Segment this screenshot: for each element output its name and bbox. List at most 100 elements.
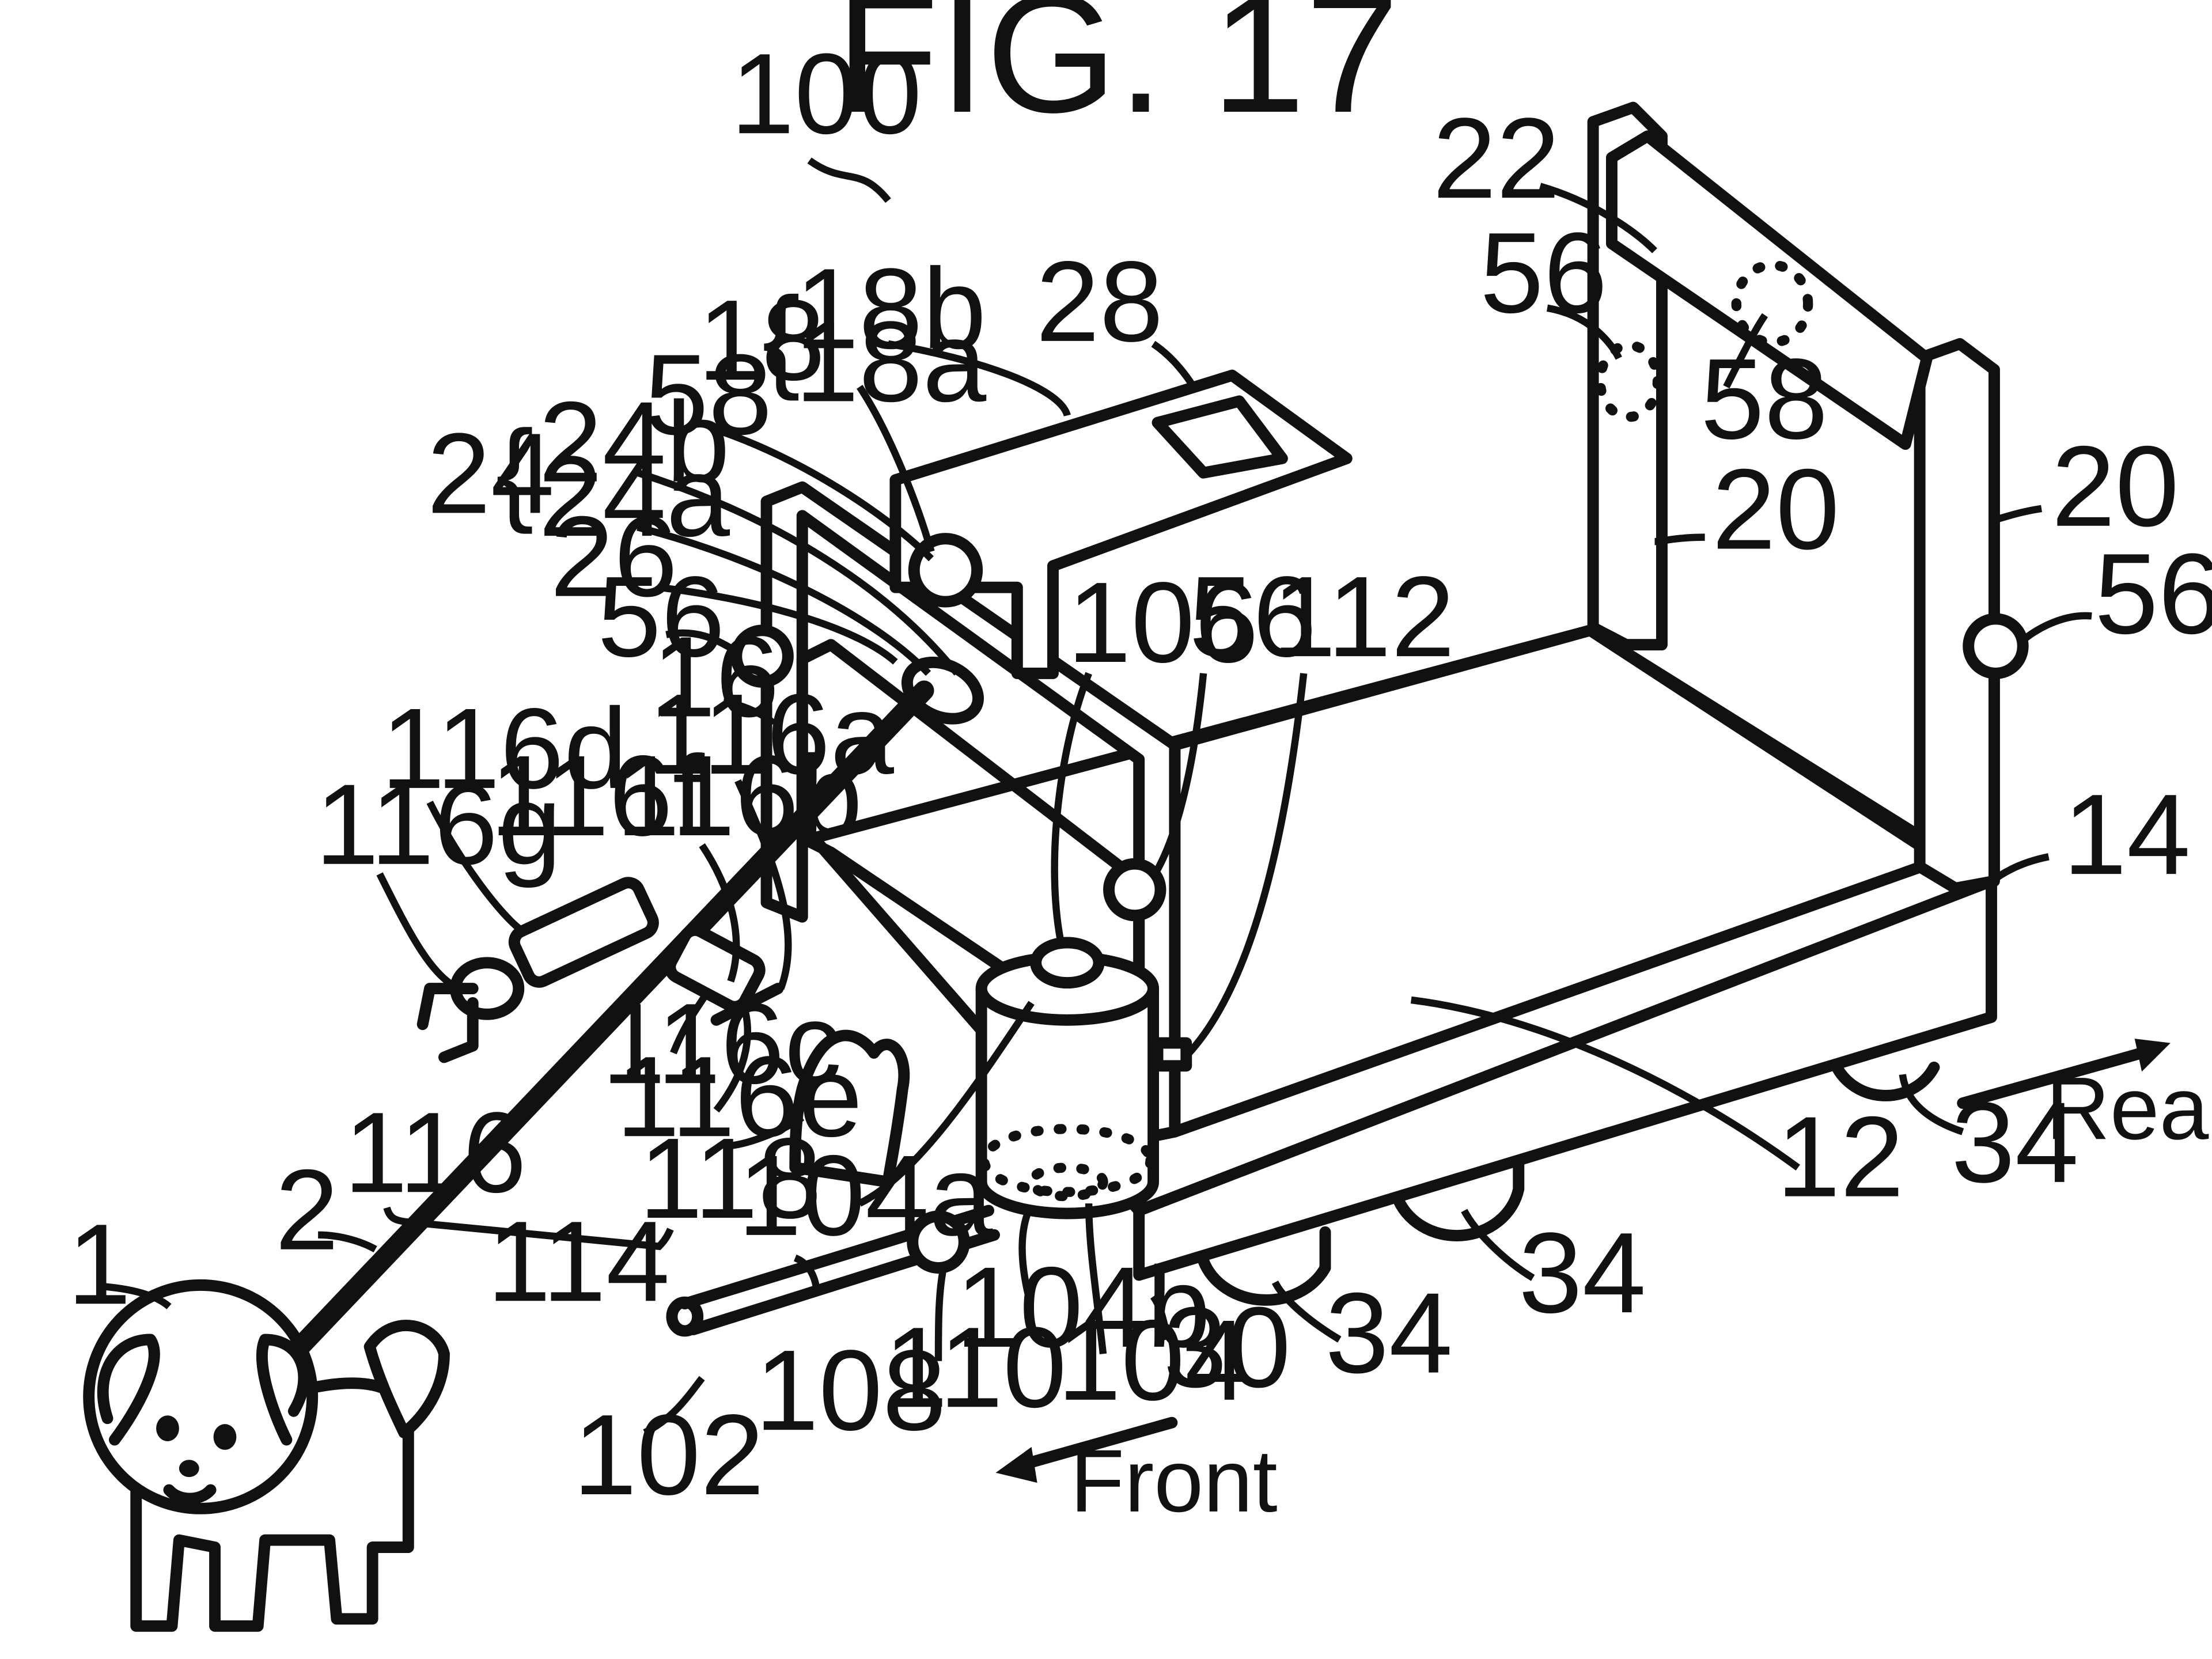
label-104b: 104b [956, 1244, 1211, 1372]
label-56-left: 56 [597, 553, 725, 681]
pole-tip [666, 1296, 704, 1337]
figure-title: FIG. 17 [836, 0, 1400, 148]
sensor-rear-right [1963, 613, 2029, 679]
label-56-top: 56 [1480, 209, 1607, 337]
wheel-rear-right [1828, 1054, 1940, 1101]
reference-labels: 100 18 { 18b 18a 28 22 56 58 58 24 { 24b… [67, 30, 2212, 1531]
arm-link-2 [508, 877, 659, 988]
sensor-front-mid [1103, 858, 1166, 922]
label-20-outer: 20 [2051, 423, 2179, 551]
lead-56-right [2020, 612, 2092, 643]
lead-22 [1539, 183, 1657, 253]
label-18: 18 [698, 276, 825, 404]
label-26: 26 [550, 493, 677, 621]
lead-112 [1186, 673, 1308, 1056]
lead-58-top [1723, 313, 1768, 389]
label-front: Front [1070, 1431, 1278, 1531]
label-rear: Rear [2046, 1058, 2212, 1158]
lead-110 [934, 1271, 946, 1361]
sensor-dotted-rear [1595, 340, 1663, 422]
label-116a: 116a [647, 671, 894, 798]
robot-arm [416, 877, 784, 1063]
lead-34-front [1271, 1280, 1342, 1343]
leader-lines [103, 157, 2092, 1436]
lead-34-rear [1899, 1074, 1964, 1135]
lead-26 [658, 584, 898, 665]
lead-116a [734, 779, 792, 990]
pickup-device [666, 937, 1192, 1337]
label-118: 118 [639, 1115, 821, 1243]
lead-100 [807, 157, 891, 203]
label-12: 12 [1777, 1093, 1904, 1221]
waste-bag [789, 1029, 910, 1188]
bracket-18: { [762, 274, 800, 402]
lead-58 [715, 426, 934, 562]
lead-24b [636, 469, 960, 676]
label-2: 2 [275, 1146, 339, 1274]
pole-joint [907, 1210, 970, 1274]
lead-2 [318, 1231, 377, 1253]
leash [276, 680, 934, 1372]
label-14: 14 [2063, 771, 2190, 899]
label-20-inner: 20 [1712, 446, 1839, 574]
dog-eye-left [156, 1415, 179, 1441]
label-100: 100 [730, 30, 922, 158]
lead-104a [858, 1001, 1035, 1207]
label-116c: 116c [602, 980, 842, 1108]
dog-eye-right [213, 1424, 237, 1450]
dog [83, 1279, 450, 1632]
dog-ear-right [256, 1334, 310, 1446]
label-114: 114 [487, 1198, 670, 1325]
dog-ear-left [97, 1334, 160, 1446]
label-56-right: 56 [2094, 530, 2212, 658]
wheels [1198, 1054, 1940, 1306]
rear-arrowhead [2134, 1039, 2171, 1072]
label-58: 58 [645, 331, 772, 459]
label-112: 112 [1272, 553, 1455, 681]
lead-102 [643, 1376, 705, 1436]
dog-tail [363, 1320, 450, 1438]
lead-34-mid [1461, 1209, 1535, 1281]
label-104a: 104a [738, 1132, 993, 1260]
dog-mouth [163, 1484, 217, 1505]
lead-56-left [665, 629, 740, 656]
lead-56-top [1546, 304, 1622, 360]
label-116f: 116f [490, 732, 705, 860]
lead-116b [699, 843, 740, 983]
camera-dotted-rear [1731, 260, 1813, 348]
label-34-rear: 34 [1951, 1079, 2078, 1207]
label-1: 1 [67, 1200, 131, 1328]
label-34-mid: 34 [1518, 1209, 1646, 1337]
display-panel [1605, 130, 1933, 450]
container-inner-dotted [1026, 1162, 1108, 1202]
label-104: 104 [1057, 1297, 1248, 1425]
label-18a: 18a [795, 298, 986, 426]
cart-platform-front-face [1133, 875, 1997, 1281]
label-24a: 24a [539, 433, 730, 560]
display-screen [1152, 395, 1288, 479]
arm-link-1 [664, 924, 766, 1013]
container-cap [1030, 937, 1105, 989]
lead-116d [426, 800, 525, 934]
front-arrow-line [1018, 1416, 1178, 1470]
lead-1 [103, 1283, 172, 1310]
label-58-top: 58 [1700, 335, 1828, 463]
lead-18b [887, 340, 1071, 417]
label-106: 106 [1067, 559, 1259, 687]
bracket-114 [383, 1206, 674, 1251]
label-34-front: 34 [1325, 1270, 1453, 1397]
wheel-mid [1391, 1147, 1525, 1241]
wheel-front [1198, 1226, 1331, 1306]
container-body [975, 983, 1160, 1219]
lead-116c [670, 987, 713, 1055]
label-16: 16 [652, 613, 779, 741]
lead-24a [637, 524, 931, 676]
lead-20-inner [1654, 533, 1705, 546]
label-110: 110 [884, 1304, 1067, 1431]
label-24b: 24b [539, 378, 730, 506]
label-116g: 116g [315, 761, 562, 889]
bracket-24: { [496, 407, 534, 535]
label-18b: 18b [795, 245, 986, 373]
label-24: 24 [427, 410, 554, 537]
